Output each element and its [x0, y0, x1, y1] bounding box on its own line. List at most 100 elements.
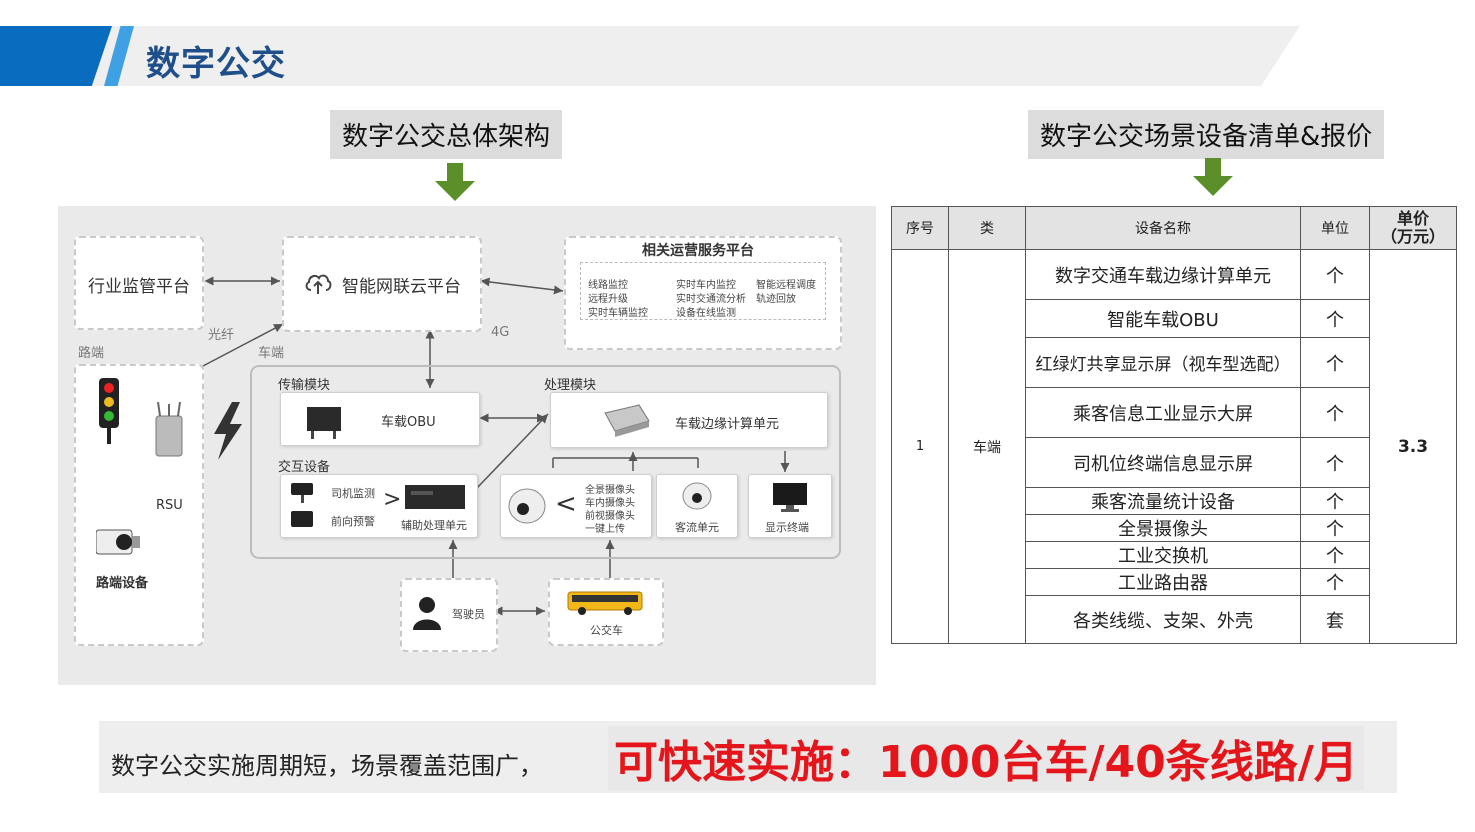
passenger-flow-label: 客流单元: [675, 521, 719, 534]
service-item: 实时交通流分析: [676, 294, 746, 305]
bus-label: 公交车: [590, 624, 623, 637]
service-item: 实时车内监控: [676, 280, 736, 291]
road-devices-card: RSU 路端设备: [74, 364, 204, 646]
driver-label: 驾驶员: [452, 608, 485, 621]
cloud-platform-card: 智能网联云平台: [282, 236, 482, 332]
table-row: 红绿灯共享显示屏（视车型选配） 个: [892, 337, 1457, 388]
obu-device-icon: [307, 407, 341, 439]
table-row: 智能车载OBU 个: [892, 299, 1457, 338]
fiber-label: 光纤: [208, 328, 235, 343]
service-item: 智能远程调度: [756, 280, 816, 291]
display-terminal-box: 显示终端: [748, 474, 832, 538]
service-item: 线路监控: [588, 280, 628, 291]
price-cell: 3.3: [1369, 249, 1457, 644]
header-accent: [0, 26, 112, 86]
road-side-label: 路端: [78, 346, 105, 361]
index-cell: 1: [891, 249, 949, 644]
regulator-platform-card: 行业监管平台: [74, 236, 204, 330]
monitor-icon: [773, 483, 807, 512]
aux-unit-label: 辅助处理单元: [401, 519, 467, 532]
service-item: 实时车辆监控: [588, 308, 648, 319]
edge-compute-label: 车载边缘计算单元: [675, 417, 780, 432]
camera-item: 车内摄像头: [585, 498, 635, 509]
header-bar: [0, 26, 1300, 86]
road-camera-icon: [96, 529, 140, 555]
traffic-light-icon: [99, 378, 119, 444]
column-header: 单位: [1300, 206, 1370, 250]
page-title: 数字公交: [146, 44, 286, 84]
rsu-label: RSU: [156, 498, 183, 513]
processing-module-label: 处理模块: [544, 378, 597, 393]
summary-highlight: 可快速实施：1000台车/40条线路/月: [608, 726, 1364, 790]
unit-cell: 个: [1300, 541, 1370, 569]
table-row: 各类线缆、支架、外壳 套: [892, 595, 1457, 644]
service-item: 远程升级: [588, 294, 628, 305]
equipment-name-cell: 数字交通车载边缘计算单元: [1025, 249, 1301, 300]
cloud-platform-label: 智能网联云平台: [342, 277, 461, 297]
unit-cell: 个: [1300, 437, 1370, 488]
unit-cell: 个: [1300, 249, 1370, 300]
equipment-name-cell: 乘客信息工业显示大屏: [1025, 387, 1301, 438]
equipment-table: 序号 类 设备名称 单位 单价 （万元） 1 车端 数字交通车载边缘计算单元 个…: [891, 206, 1457, 644]
column-header-price: 单价 （万元）: [1369, 206, 1457, 250]
passenger-flow-box: 客流单元: [656, 474, 738, 538]
price-header-line: （万元）: [1380, 227, 1445, 246]
unit-cell: 个: [1300, 514, 1370, 542]
transfer-module-label: 传输模块: [278, 378, 331, 393]
edge-compute-device-icon: [604, 404, 650, 437]
table-row: 乘客流量统计设备 个: [892, 487, 1457, 515]
driver-person-icon: [413, 597, 441, 630]
rsu-antenna-icon: [155, 402, 183, 457]
camera-item: 前视摄像头: [585, 511, 635, 522]
equipment-name-cell: 全景摄像头: [1025, 514, 1301, 542]
chevron-right-icon: >: [383, 487, 402, 512]
equipment-name-cell: 各类线缆、支架、外壳: [1025, 595, 1301, 644]
4g-label: 4G: [491, 325, 510, 340]
unit-cell: 个: [1300, 299, 1370, 338]
unit-cell: 个: [1300, 387, 1370, 438]
service-platform-title: 相关运营服务平台: [642, 243, 754, 259]
dome-camera-icon: [508, 488, 546, 524]
vehicle-side-label: 车端: [258, 346, 285, 361]
obu-label: 车载OBU: [381, 415, 436, 430]
diagram-connectors: [202, 276, 841, 616]
unit-cell: 个: [1300, 337, 1370, 388]
equipment-name-cell: 智能车载OBU: [1025, 299, 1301, 338]
forward-warning-label: 前向预警: [331, 515, 375, 528]
road-device-label: 路端设备: [96, 576, 149, 591]
chevron-left-icon: <: [555, 489, 577, 519]
driver-card: 驾驶员: [400, 578, 498, 652]
unit-cell: 个: [1300, 568, 1370, 596]
column-header: 设备名称: [1025, 206, 1301, 250]
architecture-label: 数字公交总体架构: [330, 110, 563, 159]
service-item: 设备在线监测: [676, 308, 736, 319]
price-header-line: 单价: [1396, 209, 1429, 228]
table-row: 1 车端 数字交通车载边缘计算单元 个 3.3: [891, 249, 1457, 644]
category-cell: 车端: [948, 249, 1026, 644]
camera-group-box: < 全景摄像头 车内摄像头 前视摄像头 一键上传: [500, 474, 652, 538]
passenger-flow-camera-icon: [682, 482, 712, 510]
table-row: 工业交换机 个: [892, 541, 1457, 569]
camera-item: 全景摄像头: [585, 485, 635, 496]
obu-box: 车载OBU: [280, 392, 480, 446]
cloud-upload-icon: [305, 274, 332, 294]
service-item: 轨迹回放: [756, 294, 796, 305]
column-header: 序号: [891, 206, 949, 250]
architecture-diagram: 行业监管平台 智能网联云平台 相关运营服务平台 线路监控 实时车内监控 智能远程…: [58, 206, 876, 685]
camera-item: 一键上传: [585, 524, 625, 535]
display-terminal-label: 显示终端: [765, 521, 809, 534]
driver-monitor-icon: [291, 483, 313, 527]
service-list-box: [580, 262, 826, 320]
table-row: 司机位终端信息显示屏 个: [892, 437, 1457, 488]
table-row: 全景摄像头 个: [892, 514, 1457, 542]
table-header-row: 序号 类 设备名称 单位 单价 （万元）: [891, 206, 1457, 250]
unit-cell: 个: [1300, 487, 1370, 515]
equipment-name-cell: 司机位终端信息显示屏: [1025, 437, 1301, 488]
driver-monitor-label: 司机监测: [331, 487, 375, 500]
unit-cell: 套: [1300, 595, 1370, 644]
equipment-list-label: 数字公交场景设备清单&报价: [1028, 110, 1385, 159]
wireless-bolt-icon: [214, 402, 242, 460]
equipment-name-cell: 乘客流量统计设备: [1025, 487, 1301, 515]
down-arrow-icon: [1193, 158, 1233, 196]
bus-card: 公交车: [548, 578, 664, 646]
